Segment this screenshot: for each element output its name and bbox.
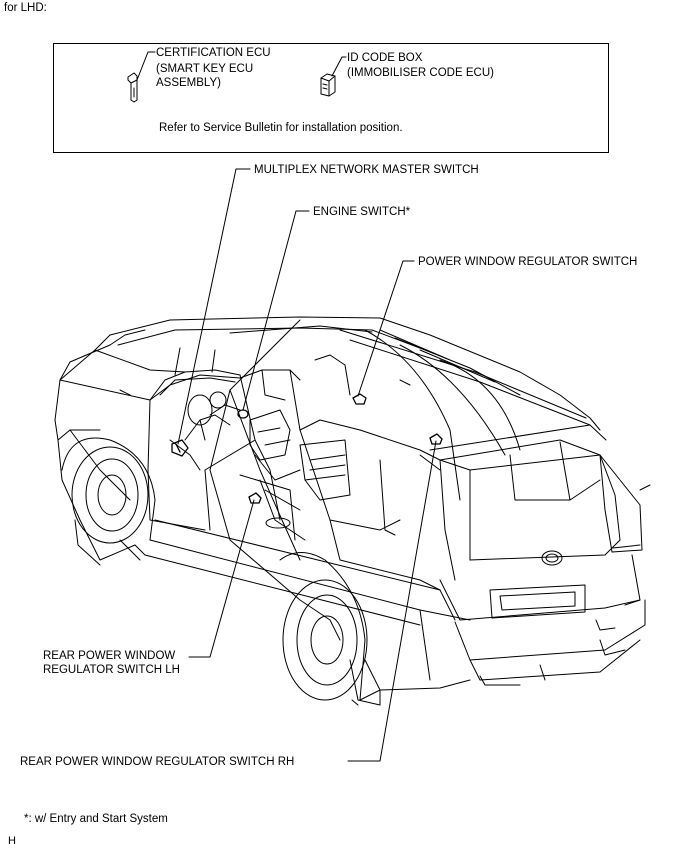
rear-lh-label-2: REGULATOR SWITCH LH bbox=[43, 664, 180, 676]
rear-rh-label: REAR POWER WINDOW REGULATOR SWITCH RH bbox=[20, 756, 295, 768]
id-code-box-label-1: ID CODE BOX bbox=[347, 52, 423, 64]
service-bulletin-note: Refer to Service Bulletin for installati… bbox=[159, 122, 403, 134]
vehicle-body bbox=[54, 316, 651, 706]
id-code-box-icon bbox=[320, 73, 336, 97]
power-window-switch-label: POWER WINDOW REGULATOR SWITCH bbox=[418, 256, 638, 268]
footnote: *: w/ Entry and Start System bbox=[24, 813, 168, 825]
id-code-box-label-2: (IMMOBILISER CODE ECU) bbox=[347, 67, 494, 79]
power-window-switch-marker bbox=[352, 393, 367, 405]
inset-box bbox=[53, 43, 609, 153]
corner-mark: H bbox=[8, 835, 16, 847]
certification-ecu-label-3: ASSEMBLY) bbox=[156, 77, 221, 89]
rear-lh-switch-marker bbox=[248, 492, 262, 504]
certification-ecu-icon bbox=[127, 72, 138, 103]
engine-switch-label: ENGINE SWITCH* bbox=[313, 206, 411, 218]
rear-rh-switch-marker bbox=[429, 433, 443, 445]
rear-lh-label-1: REAR POWER WINDOW bbox=[43, 650, 176, 662]
multiplex-switch-marker bbox=[171, 439, 189, 457]
multiplex-switch-label: MULTIPLEX NETWORK MASTER SWITCH bbox=[254, 164, 479, 176]
certification-ecu-label-2: (SMART KEY ECU bbox=[156, 63, 254, 75]
leader-lines bbox=[177, 168, 437, 762]
region-label: for LHD: bbox=[4, 2, 47, 14]
certification-ecu-label-1: CERTIFICATION ECU bbox=[156, 47, 271, 59]
